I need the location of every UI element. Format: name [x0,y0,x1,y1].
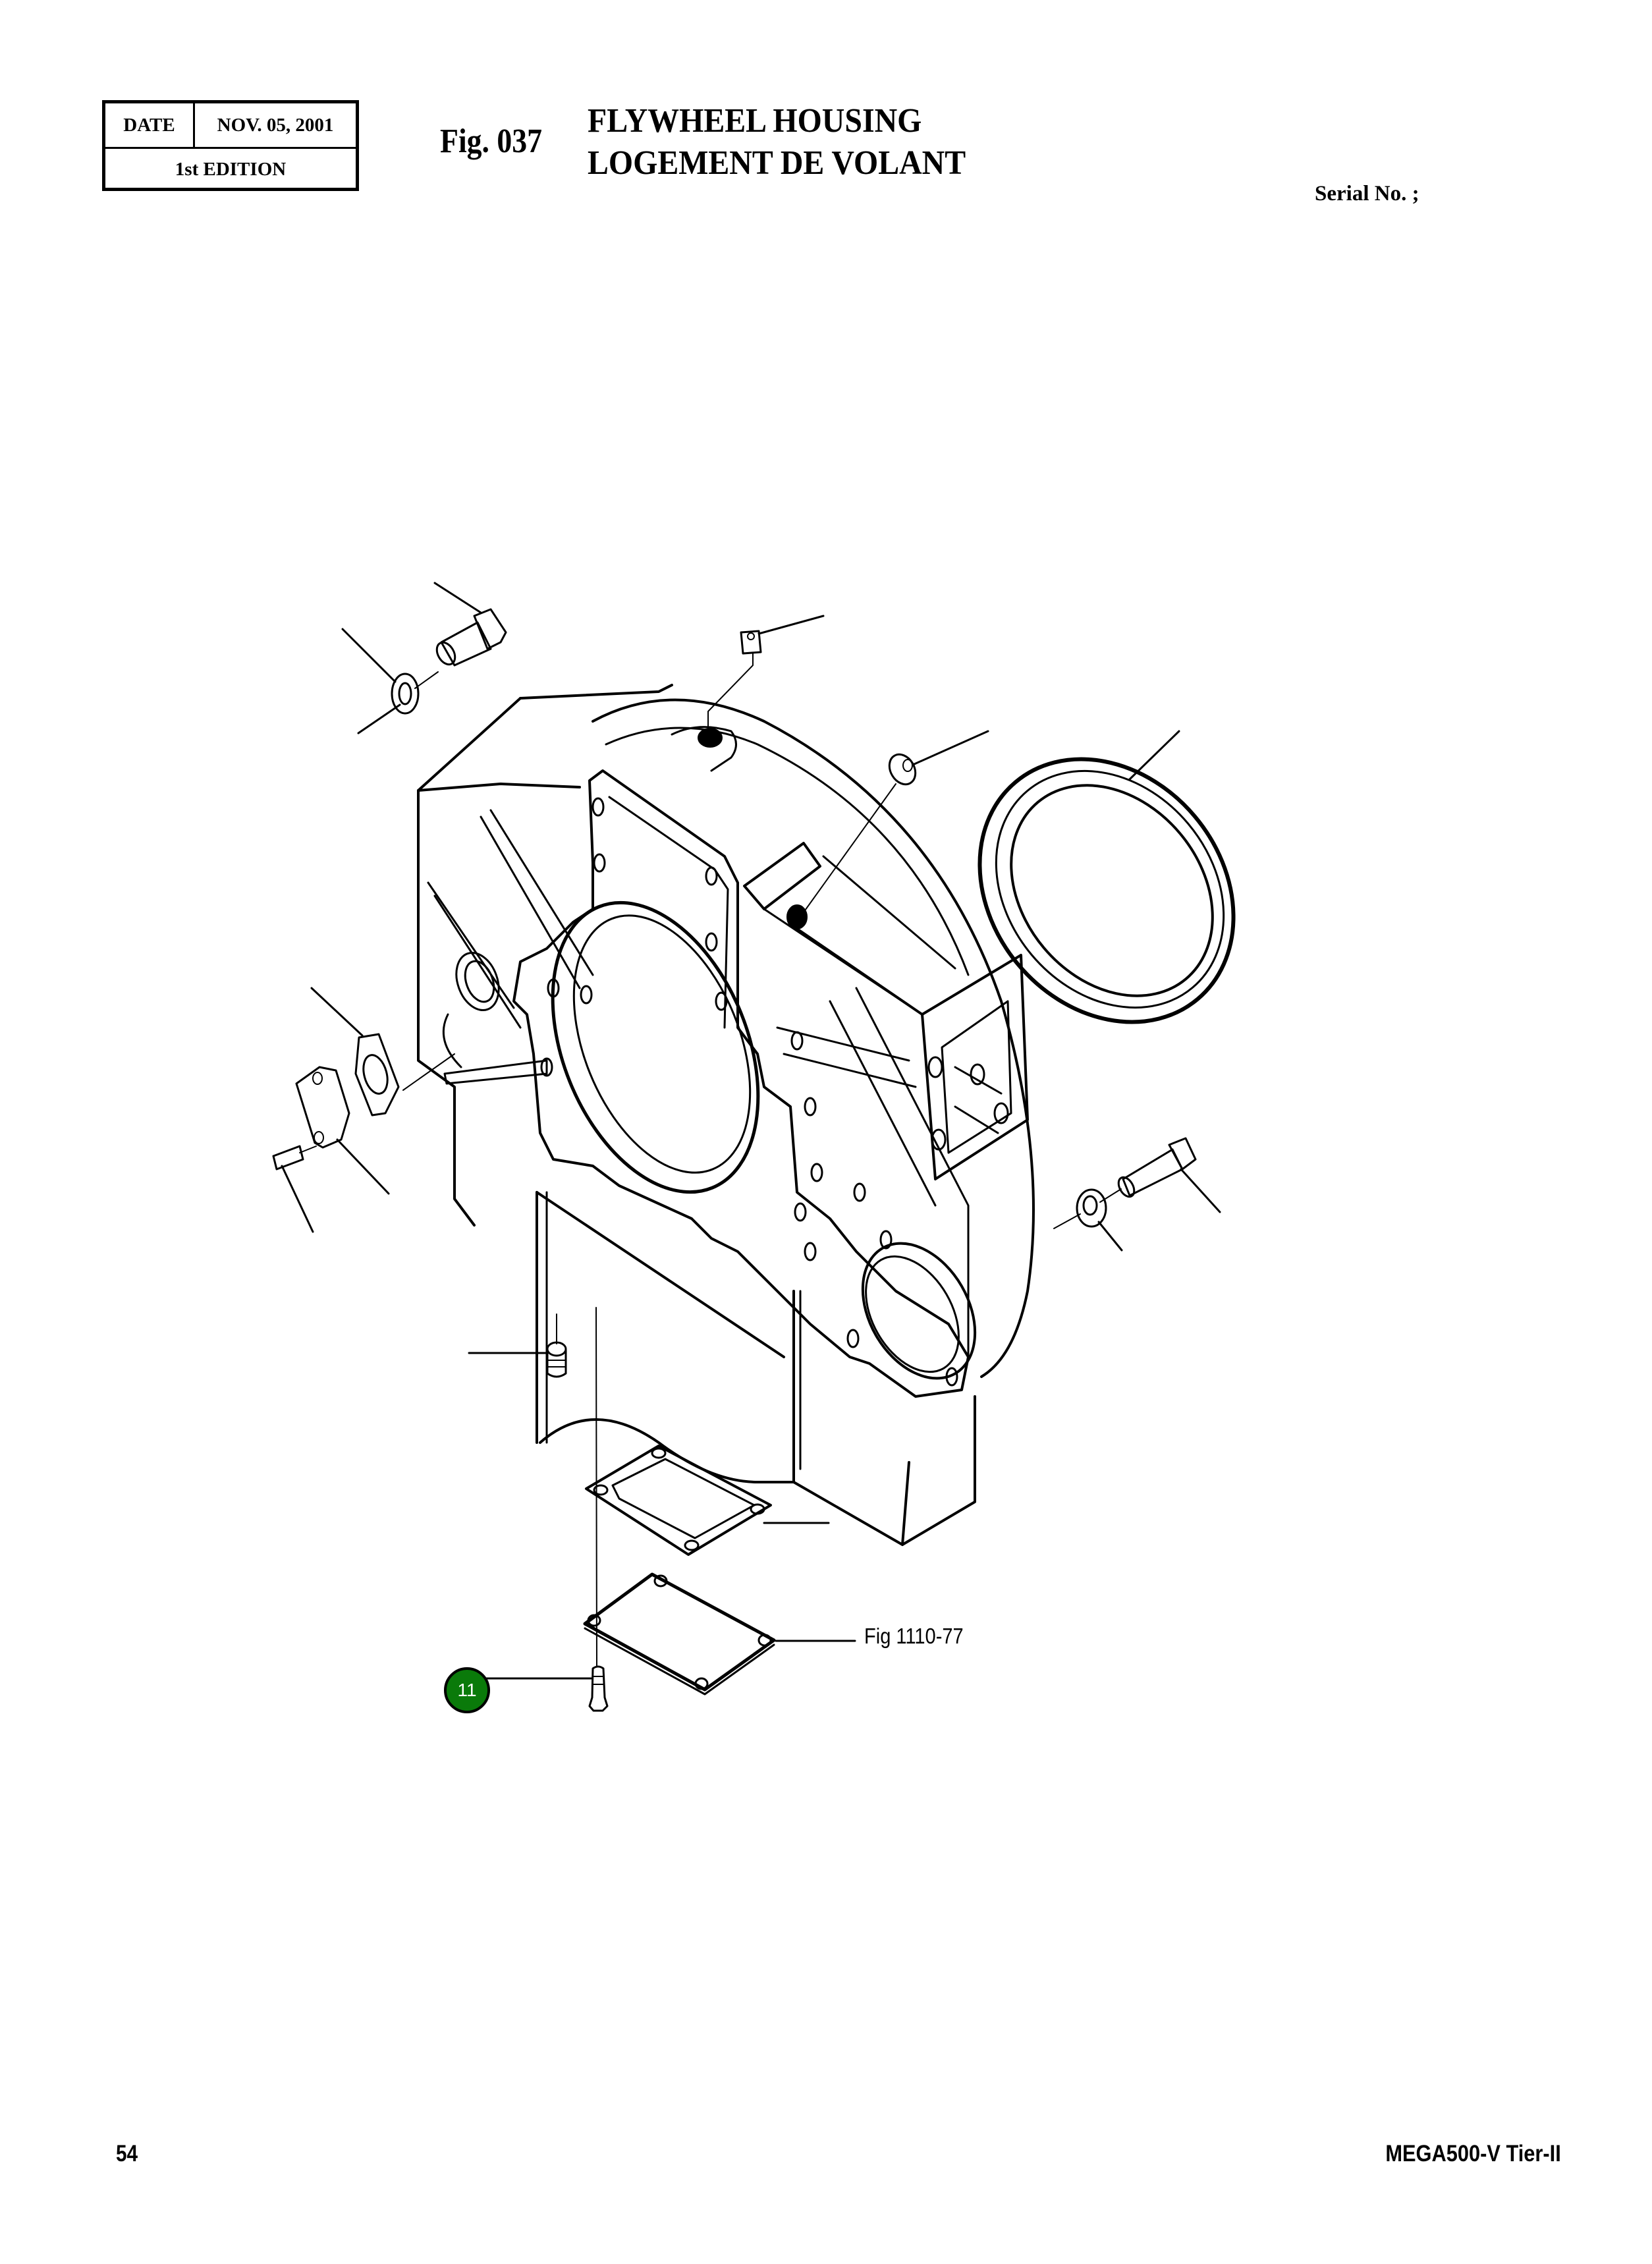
date-edition-box: DATE NOV. 05, 2001 1st EDITION [102,100,359,191]
plug-upper-right [803,730,989,913]
figure-reference-label[interactable]: Fig 1110-77 [864,1624,964,1648]
washer-upper-left [341,628,439,734]
cover-plate-left [295,1066,390,1195]
gasket-bottom [585,1445,830,1556]
title-english: FLYWHEEL HOUSING [588,102,922,140]
washer-right [1053,1188,1123,1252]
serial-number-label: Serial No. ; [1315,182,1419,206]
bolt-left-small [272,1145,317,1233]
plug-bottom [468,1313,567,1378]
part-callout-11[interactable]: 11 [444,1667,490,1713]
callout-number: 11 [457,1680,477,1700]
page-number: 54 [116,2141,138,2167]
page-title: FLYWHEEL HOUSING LOGEMENT DE VOLANT [588,100,966,184]
flywheel-housing [417,684,1035,1546]
figure-number: Fig. 037 [440,123,543,160]
edition-label: 1st EDITION [175,158,287,180]
bolt-bottom [483,1307,609,1712]
oil-seal-ring [977,730,1236,1024]
date-label: DATE [105,103,195,147]
date-row: DATE NOV. 05, 2001 [105,103,356,149]
cover-plate-bottom [583,1572,856,1696]
bolt-upper-left [433,582,507,667]
date-value: NOV. 05, 2001 [217,114,334,136]
model-name: MEGA500-V Tier-II [1385,2141,1561,2167]
plug-top [707,615,825,729]
bolt-right [1117,1137,1221,1213]
housing-front-flange [443,726,977,1398]
title-french: LOGEMENT DE VOLANT [588,144,966,182]
gasket-left [310,987,455,1117]
